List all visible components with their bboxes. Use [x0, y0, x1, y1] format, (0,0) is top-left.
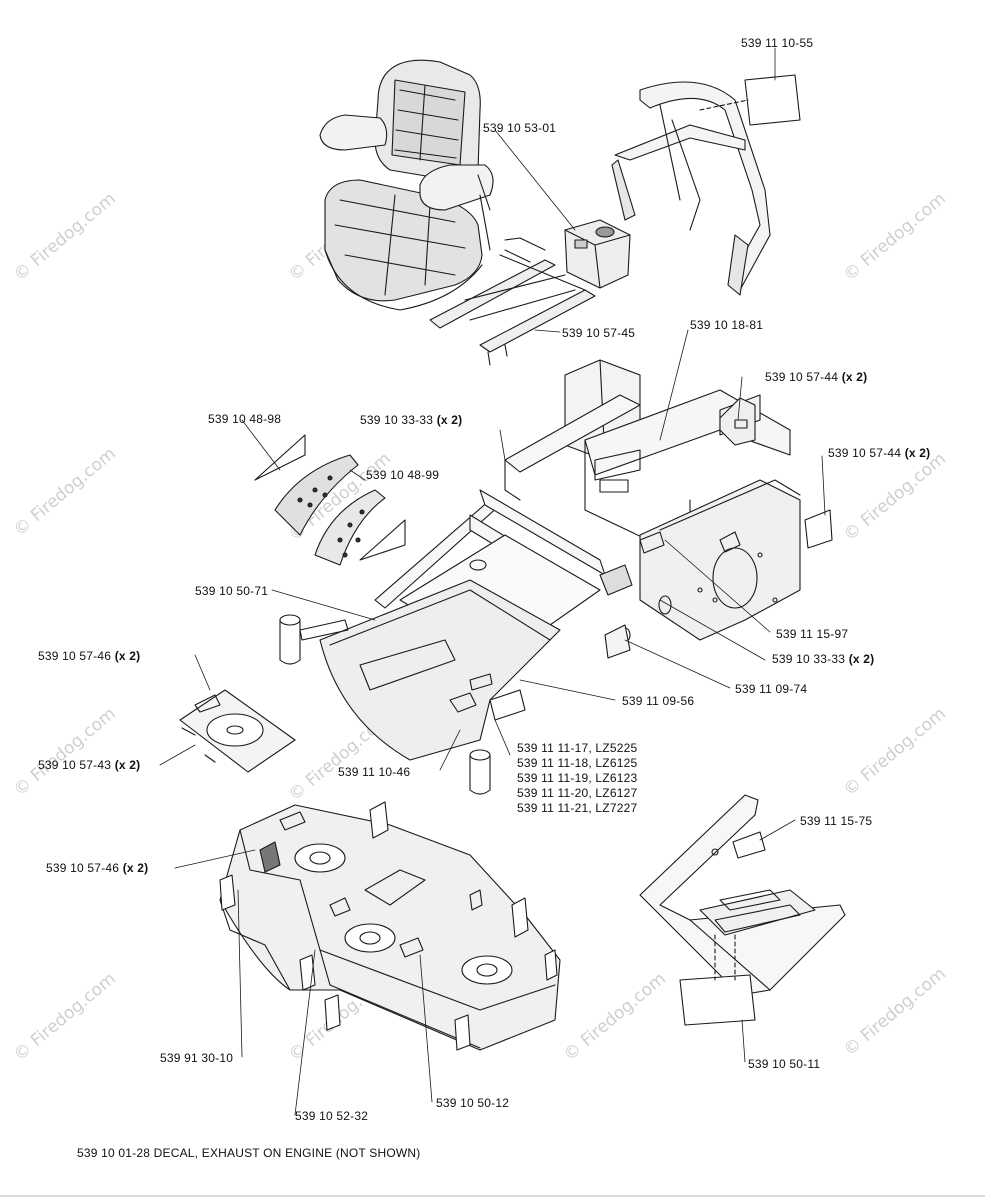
part-label: 539 10 50-12 — [436, 1096, 510, 1110]
footrest-drawing — [639, 794, 846, 1026]
seat-drawing — [319, 59, 494, 311]
part-label: 539 11 15-97 — [776, 627, 849, 641]
part-label: 539 10 48-99 — [366, 468, 440, 482]
decal-drawing — [254, 434, 406, 566]
part-label: 539 11 15-75 — [800, 814, 873, 828]
mower-deck-drawing — [219, 801, 561, 1051]
part-label: 539 10 57-44 (x 2) — [828, 446, 931, 460]
part-label: 539 10 57-46 (x 2) — [46, 861, 149, 875]
part-label: 539 11 10-55 — [741, 36, 814, 50]
seat-bracket-drawing — [429, 237, 596, 366]
part-label: 539 10 18-81 — [690, 318, 764, 332]
part-label: 539 10 57-43 (x 2) — [38, 758, 141, 772]
part-label: 539 11 11-17, LZ5225 539 11 11-18, LZ612… — [517, 741, 638, 815]
part-label: 539 10 53-01 — [483, 121, 557, 135]
footer-note: 539 10 01-28 DECAL, EXHAUST ON ENGINE (N… — [77, 1146, 421, 1160]
part-label: 539 10 57-46 (x 2) — [38, 649, 141, 663]
reservoir-drawing — [564, 219, 631, 289]
part-label: 539 11 09-56 — [622, 694, 695, 708]
divider — [0, 1195, 985, 1197]
part-label: 539 10 52-32 — [295, 1109, 369, 1123]
floor-plate-drawing — [179, 689, 296, 773]
part-label: 539 91 30-10 — [160, 1051, 234, 1065]
rollbar-drawing — [611, 74, 801, 296]
part-label: 539 10 33-33 (x 2) — [772, 652, 875, 666]
part-label: 539 10 57-45 — [562, 326, 636, 340]
part-label: 539 10 48-98 — [208, 412, 282, 426]
part-label: 539 10 50-71 — [195, 584, 269, 598]
part-label: 539 10 33-33 (x 2) — [360, 413, 463, 427]
leader-lines — [159, 47, 826, 1116]
bracket-drawing — [719, 397, 756, 446]
part-label: 539 10 57-44 (x 2) — [765, 370, 868, 384]
part-label: 539 11 09-74 — [735, 682, 808, 696]
decal-drawing — [804, 509, 833, 549]
part-label: 539 10 50-11 — [748, 1057, 821, 1071]
part-label: 539 11 10-46 — [338, 765, 411, 779]
